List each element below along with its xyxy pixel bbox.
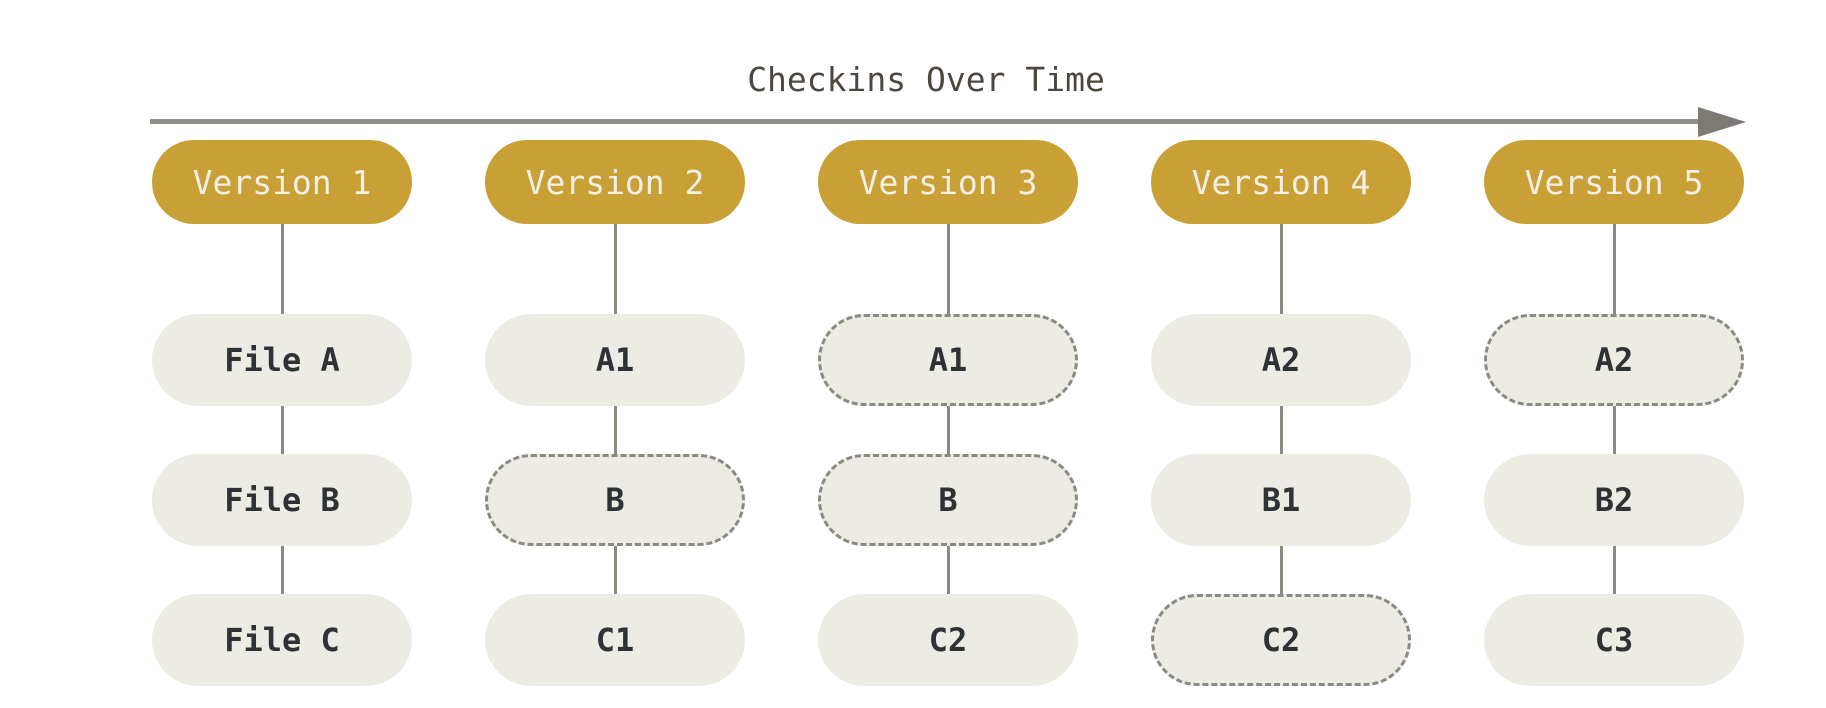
version-column: Version 2 A1 B C1 [485, 140, 745, 686]
version-pill: Version 5 [1484, 140, 1744, 224]
file-pill: C3 [1484, 594, 1744, 686]
file-pill: C1 [485, 594, 745, 686]
version-pill-label: Version 3 [858, 162, 1038, 202]
file-pill: A2 [1151, 314, 1411, 406]
connector-line [946, 182, 950, 642]
file-pill-label: A1 [928, 341, 968, 379]
connector-line [613, 182, 617, 642]
diagram-title: Checkins Over Time [747, 60, 1105, 99]
version-pill-label: Version 5 [1524, 162, 1704, 202]
timeline-arrow-line [150, 119, 1702, 124]
version-pill: Version 1 [152, 140, 412, 224]
file-pill: B [818, 454, 1078, 546]
file-pill-label: C2 [1261, 621, 1301, 659]
file-pill: A1 [818, 314, 1078, 406]
file-pill-label: File C [224, 621, 340, 659]
file-pill: File A [152, 314, 412, 406]
file-pill-label: C2 [928, 621, 968, 659]
file-pill: B [485, 454, 745, 546]
file-pill-label: A2 [1261, 341, 1301, 379]
file-pill: A2 [1484, 314, 1744, 406]
version-column: Version 4 A2 B1 C2 [1151, 140, 1411, 686]
file-pill-label: File B [224, 481, 340, 519]
file-pill: C2 [1151, 594, 1411, 686]
file-pill: B1 [1151, 454, 1411, 546]
version-pill-label: Version 2 [525, 162, 705, 202]
file-pill-label: A2 [1594, 341, 1634, 379]
file-pill-label: B [938, 481, 958, 519]
file-pill: A1 [485, 314, 745, 406]
file-pill-label: File A [224, 341, 340, 379]
file-pill: B2 [1484, 454, 1744, 546]
version-pill-label: Version 4 [1191, 162, 1371, 202]
file-pill: File B [152, 454, 412, 546]
file-pill: File C [152, 594, 412, 686]
file-pill-label: A1 [595, 341, 635, 379]
version-column: Version 5 A2 B2 C3 [1484, 140, 1744, 686]
file-pill-label: B1 [1261, 481, 1301, 519]
file-pill-label: B2 [1594, 481, 1634, 519]
timeline-arrowhead-icon [1698, 107, 1746, 137]
connector-line [1279, 182, 1283, 642]
version-column: Version 1 File A File B File C [152, 140, 412, 686]
file-pill-label: C1 [595, 621, 635, 659]
version-pill: Version 3 [818, 140, 1078, 224]
connector-line [280, 182, 284, 642]
connector-line [1612, 182, 1616, 642]
version-pill: Version 4 [1151, 140, 1411, 224]
file-pill: C2 [818, 594, 1078, 686]
file-pill-label: C3 [1594, 621, 1634, 659]
version-column: Version 3 A1 B C2 [818, 140, 1078, 686]
file-pill-label: B [605, 481, 625, 519]
version-pill-label: Version 1 [192, 162, 372, 202]
version-pill: Version 2 [485, 140, 745, 224]
